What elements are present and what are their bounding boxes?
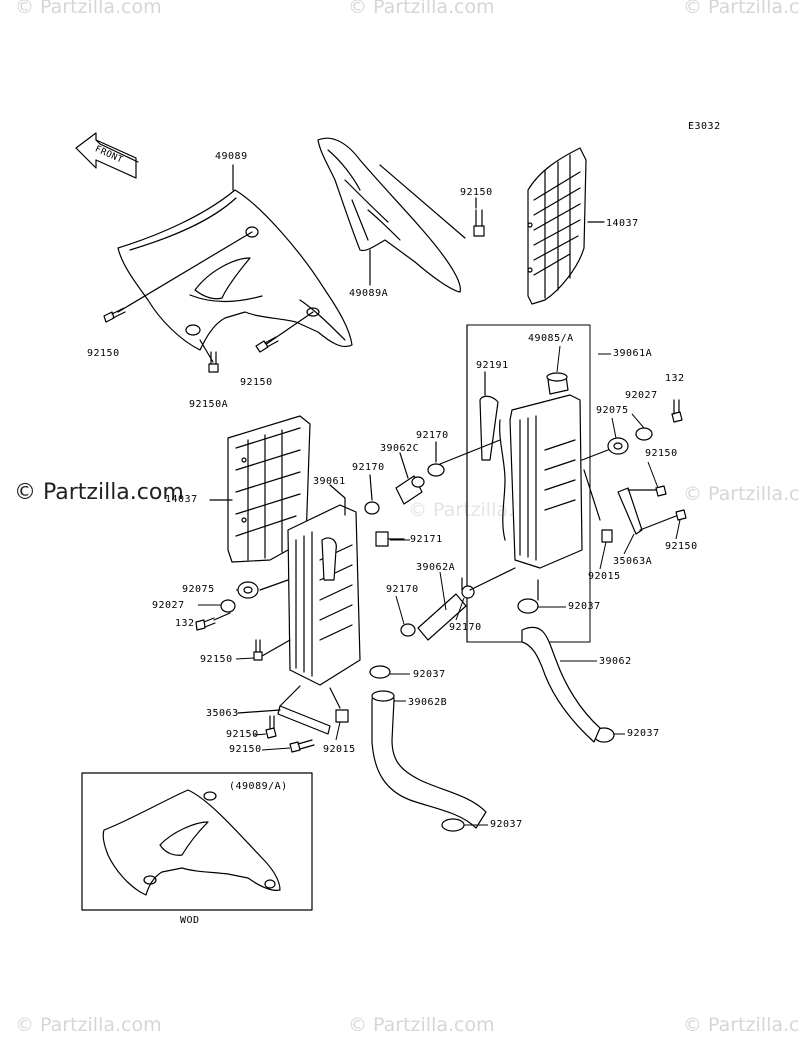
bolt-icon	[265, 715, 315, 753]
hose-icon	[371, 690, 487, 829]
part-label[interactable]: 92037	[627, 728, 660, 739]
part-label[interactable]: 92150	[240, 377, 273, 388]
part-label[interactable]: 92015	[588, 571, 621, 582]
bolt-icon	[195, 617, 216, 631]
part-label[interactable]: 49085/A	[528, 333, 574, 344]
part-label[interactable]: 49089A	[349, 288, 389, 299]
part-label[interactable]: 92170	[449, 622, 482, 633]
watermark: © Partzilla.com	[683, 1014, 800, 1036]
part-label[interactable]: 92027	[625, 390, 658, 401]
part-label[interactable]: 92150	[460, 187, 493, 198]
part-label[interactable]: 39061A	[613, 348, 653, 359]
part-label[interactable]: 92150A	[189, 399, 229, 410]
bolt-icon	[253, 639, 263, 661]
part-label[interactable]: 92150	[87, 348, 120, 359]
inset-shroud	[102, 789, 281, 896]
part-label[interactable]: 49089	[215, 151, 248, 162]
part-label[interactable]: 39061	[313, 476, 346, 487]
part-label[interactable]: 92150	[229, 744, 262, 755]
watermark: © Partzilla.com	[348, 1014, 495, 1036]
part-label[interactable]: 92150	[665, 541, 698, 552]
part-label[interactable]: 92170	[416, 430, 449, 441]
bolt-icon	[255, 336, 279, 353]
radiator-left	[287, 504, 361, 686]
bolt-icon	[671, 399, 683, 423]
watermark-main: © Partzilla.com	[14, 480, 184, 505]
radiator-shroud-left	[117, 189, 353, 351]
part-label[interactable]: 92170	[386, 584, 419, 595]
bracket-icon	[277, 705, 331, 735]
part-label[interactable]: 92075	[596, 405, 629, 416]
part-label[interactable]: 39062	[599, 656, 632, 667]
part-label[interactable]: 92037	[490, 819, 523, 830]
part-label[interactable]: 132	[665, 373, 685, 384]
bolt-icon	[655, 485, 687, 521]
watermark: © Partzilla.com	[683, 0, 800, 18]
radiator-grille-right	[527, 147, 587, 305]
bolt-icon	[208, 351, 219, 373]
part-label[interactable]: 92191	[476, 360, 509, 371]
part-label[interactable]: 92037	[413, 669, 446, 680]
bracket-icon	[617, 487, 643, 535]
diagram-code: E3032	[688, 121, 721, 132]
part-label[interactable]: 132	[175, 618, 195, 629]
part-label[interactable]: 92075	[182, 584, 215, 595]
hose-icon	[395, 475, 425, 505]
bolt-icon	[473, 209, 485, 237]
watermark: © Partzilla.com	[348, 0, 495, 18]
part-label[interactable]: 39062B	[408, 697, 448, 708]
clip-icon	[601, 529, 613, 543]
radiator-shroud-right	[317, 137, 461, 293]
part-label[interactable]: 14037	[606, 218, 639, 229]
part-label[interactable]: 35063	[206, 708, 239, 719]
part-label[interactable]: 92150	[200, 654, 233, 665]
part-label[interactable]: 92027	[152, 600, 185, 611]
radiator-grille-left	[227, 415, 311, 563]
grommet-icon	[220, 581, 259, 613]
clip-icon	[335, 709, 349, 723]
watermark: © Partzilla.com	[15, 1014, 162, 1036]
grommet-icon	[607, 427, 653, 455]
part-label[interactable]: 92015	[323, 744, 356, 755]
part-label[interactable]: 92150	[226, 729, 259, 740]
part-label[interactable]: 39062C	[380, 443, 420, 454]
hose-icon	[417, 593, 467, 641]
part-label[interactable]: 39062A	[416, 562, 456, 573]
radiator-right	[499, 372, 583, 569]
part-label[interactable]: 92170	[352, 462, 385, 473]
hose-icon	[479, 395, 499, 461]
front-arrow-icon	[75, 132, 139, 179]
part-label[interactable]: 14037	[165, 494, 198, 505]
inset-title: (49089/A)	[229, 781, 288, 792]
part-label[interactable]: 92037	[568, 601, 601, 612]
hose-icon	[521, 626, 601, 743]
part-label[interactable]: 92150	[645, 448, 678, 459]
bolt-icon	[103, 307, 126, 323]
watermark: © Partzilla.com	[683, 483, 800, 505]
part-label[interactable]: 35063A	[613, 556, 653, 567]
part-label[interactable]: 92171	[410, 534, 443, 545]
inset-footer: WOD	[180, 915, 200, 926]
watermark: © Partzilla.com	[15, 0, 162, 18]
clip-icon	[375, 531, 389, 547]
